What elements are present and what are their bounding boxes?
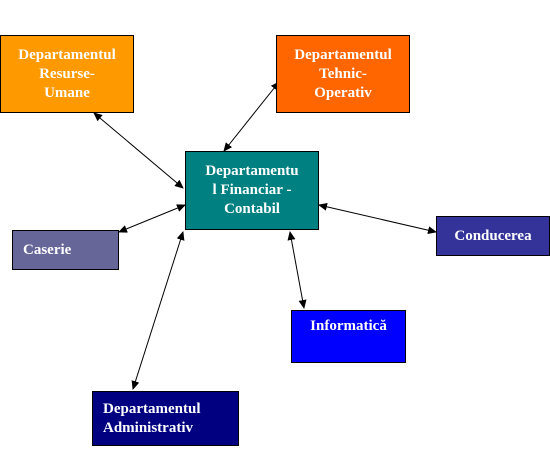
connector-financiar-contabil-caserie [118, 204, 186, 233]
node-administrativ: Departamentul Administrativ [92, 391, 239, 446]
node-caserie: Caserie [12, 230, 119, 270]
connector-financiar-contabil-administrativ [131, 231, 185, 390]
connector-financiar-contabil-tehnic-operativ [223, 81, 280, 152]
node-resurse-umane: Departamentul Resurse- Umane [0, 35, 134, 113]
node-financiar-contabil: Departamentu l Financiar - Contabil [185, 151, 319, 230]
connector-financiar-contabil-informatica [287, 231, 307, 309]
connector-financiar-contabil-resurse-umane [93, 112, 184, 189]
node-tehnic-operativ: Departamentul Tehnic- Operativ [276, 35, 410, 113]
node-informatica: Informatică [291, 310, 406, 363]
node-conducerea: Conducerea [436, 216, 550, 256]
connector-financiar-contabil-conducerea [318, 202, 437, 235]
